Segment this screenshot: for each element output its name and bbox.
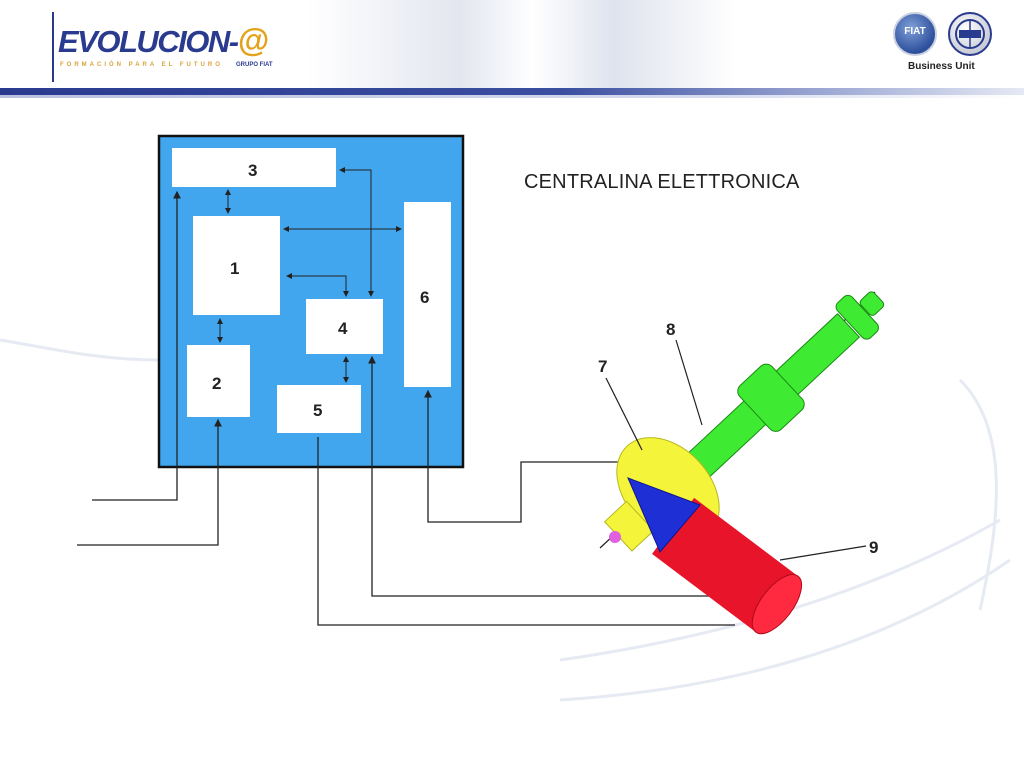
green-shaft bbox=[668, 291, 885, 495]
block-1-label: 1 bbox=[230, 259, 239, 278]
red-coil bbox=[652, 497, 803, 635]
block-2 bbox=[187, 345, 250, 417]
block-2-label: 2 bbox=[212, 374, 221, 393]
external-wires bbox=[77, 190, 735, 626]
lancia-logo-icon bbox=[948, 12, 992, 56]
logo-divider bbox=[52, 12, 54, 82]
header-rule-light bbox=[0, 95, 1024, 98]
part-9-label: 9 bbox=[869, 538, 878, 557]
internal-connections bbox=[217, 167, 402, 383]
fiat-logo-icon: FIAT bbox=[893, 12, 937, 56]
block-5 bbox=[277, 385, 361, 433]
part-7-label: 7 bbox=[598, 357, 607, 376]
block-3-label: 3 bbox=[248, 161, 257, 180]
block-4-label: 4 bbox=[338, 319, 348, 338]
blue-cone bbox=[627, 477, 701, 553]
block-6 bbox=[404, 202, 451, 387]
block-5-label: 5 bbox=[313, 401, 322, 420]
block-3 bbox=[172, 148, 336, 187]
block-1 bbox=[193, 216, 280, 315]
sensor-pin bbox=[609, 531, 621, 543]
header-background bbox=[0, 0, 1024, 88]
slide-header: EVOLUCION- @ FORMACIÓN PARA EL FUTURO GR… bbox=[0, 0, 1024, 100]
part-labels: 7 8 9 bbox=[598, 320, 878, 557]
block-6-label: 6 bbox=[420, 288, 429, 307]
logo-tagline: FORMACIÓN PARA EL FUTURO bbox=[60, 62, 223, 68]
fiat-logo-text: FIAT bbox=[904, 26, 926, 37]
block-labels: 3 1 2 4 5 6 bbox=[212, 161, 429, 420]
evolucion-logo-at: @ bbox=[238, 22, 270, 58]
sensor-assembly bbox=[599, 291, 885, 635]
logo-group: GRUPO FIAT bbox=[236, 62, 273, 68]
diagram-title: CENTRALINA ELETTRONICA bbox=[524, 171, 800, 193]
evolucion-logo: EVOLUCION- bbox=[58, 24, 239, 59]
lancia-shield-icon bbox=[955, 19, 985, 49]
header-rule bbox=[0, 88, 1024, 95]
background-swoosh bbox=[0, 338, 1011, 702]
business-unit-label: Business Unit bbox=[908, 61, 975, 72]
part-8-label: 8 bbox=[666, 320, 675, 339]
part-leaders bbox=[605, 339, 867, 561]
block-4 bbox=[306, 299, 383, 354]
